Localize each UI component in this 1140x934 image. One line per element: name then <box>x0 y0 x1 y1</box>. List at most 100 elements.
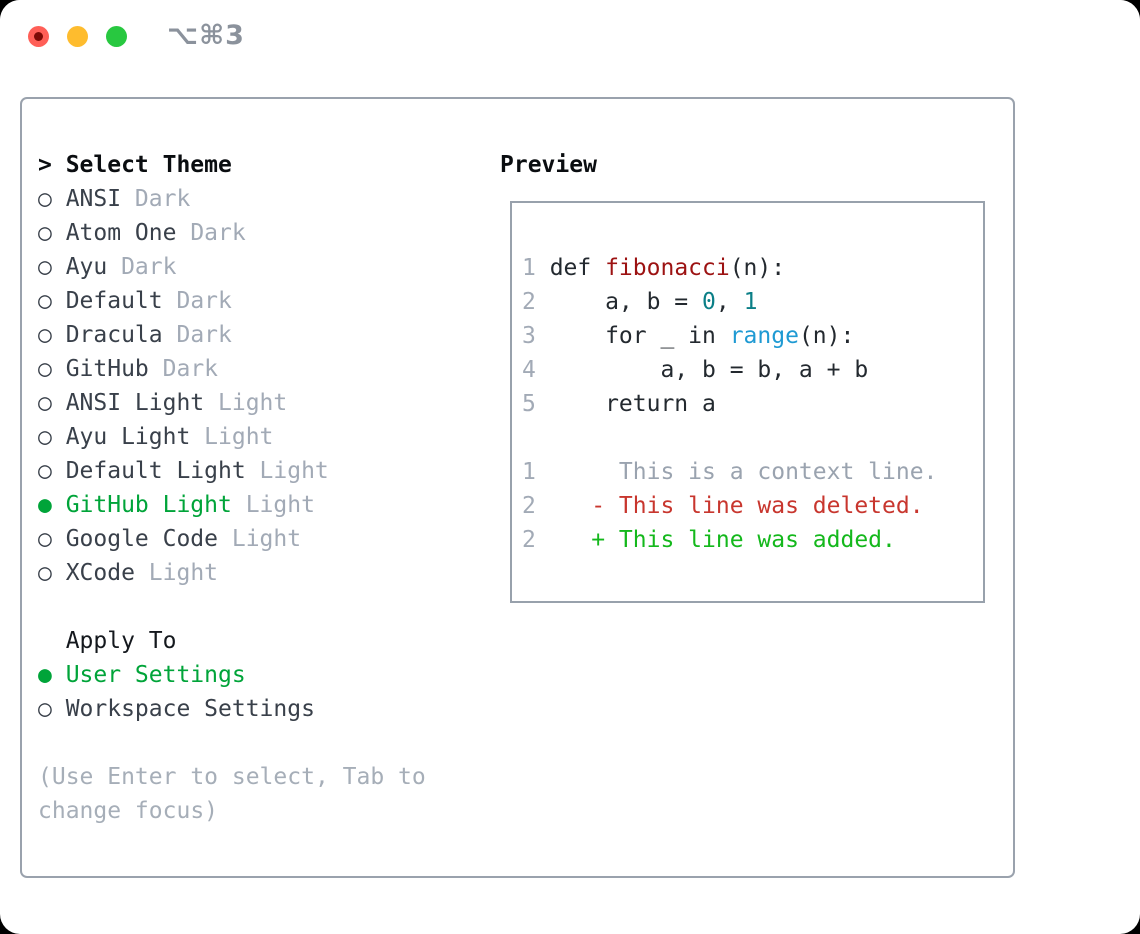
theme-variant: Dark <box>176 322 232 348</box>
line-number: 2 <box>522 493 536 519</box>
minimize-button[interactable] <box>67 26 88 47</box>
theme-name: Atom One <box>65 220 177 246</box>
theme-option-github-light[interactable]: ● GitHub Light Light <box>38 488 426 522</box>
line-number: 1 <box>522 459 536 485</box>
code-token: a, b = b, a + b <box>549 357 869 383</box>
added-text: + This line was added. <box>549 527 896 553</box>
diff-context-line: 1 This is a context line. <box>522 455 983 489</box>
traffic-lights <box>28 26 127 47</box>
radio-icon: ○ <box>38 288 52 314</box>
window-title: ⌥⌘3 <box>167 20 245 51</box>
line-number: 1 <box>522 255 536 281</box>
theme-variant: Dark <box>134 186 191 212</box>
focus-caret-icon: > <box>38 152 52 178</box>
theme-name: GitHub <box>65 356 149 382</box>
theme-variant: Dark <box>121 254 177 280</box>
radio-icon: ○ <box>38 696 52 722</box>
line-number: 2 <box>522 527 536 553</box>
code-line: 3 for _ in range(n): <box>522 319 983 353</box>
theme-variant: Light <box>245 492 315 518</box>
select-theme-header: >Select Theme <box>38 148 426 182</box>
radio-selected-icon: ● <box>38 662 52 688</box>
theme-option-default-light[interactable]: ○ Default Light Light <box>38 454 426 488</box>
code-token: , <box>715 289 744 315</box>
theme-name: GitHub Light <box>65 492 232 518</box>
hint-text-line2: change focus) <box>38 798 219 824</box>
radio-icon: ○ <box>38 220 52 246</box>
theme-option-dracula-dark[interactable]: ○ Dracula Dark <box>38 318 426 352</box>
radio-selected-icon: ● <box>38 492 52 518</box>
spacer <box>38 726 426 760</box>
radio-icon: ○ <box>38 356 52 382</box>
apply-to-title: Apply To <box>65 628 177 654</box>
theme-name: Default Light <box>65 458 246 484</box>
context-text: This is a context line. <box>549 459 938 485</box>
diff-added-line: 2 + This line was added. <box>522 523 983 557</box>
radio-icon: ○ <box>38 424 52 450</box>
diff-preview: 1 This is a context line. 2 - This line … <box>522 455 983 557</box>
theme-option-ansi-dark[interactable]: ○ ANSI Dark <box>38 182 426 216</box>
close-button[interactable] <box>28 26 49 47</box>
theme-name: Google Code <box>65 526 219 552</box>
spacer <box>38 590 426 624</box>
line-number: 4 <box>522 357 536 383</box>
code-line: 5 return a <box>522 387 983 421</box>
radio-icon: ○ <box>38 186 52 212</box>
number-token: 0 <box>702 289 716 315</box>
theme-variant: Light <box>259 458 329 484</box>
line-number: 5 <box>522 391 536 417</box>
theme-variant: Light <box>204 424 274 450</box>
radio-icon: ○ <box>38 458 52 484</box>
theme-variant: Dark <box>176 288 232 314</box>
theme-name: ANSI <box>65 186 122 212</box>
radio-icon: ○ <box>38 526 52 552</box>
theme-name: Ayu <box>65 254 108 280</box>
titlebar: ⌥⌘3 <box>0 0 1140 72</box>
theme-variant: Light <box>231 526 302 552</box>
radio-icon: ○ <box>38 322 52 348</box>
theme-option-github-dark[interactable]: ○ GitHub Dark <box>38 352 426 386</box>
number-token: 1 <box>743 289 758 315</box>
theme-variant: Light <box>218 390 288 416</box>
theme-option-ayu-dark[interactable]: ○ Ayu Dark <box>38 250 426 284</box>
preview-title: Preview <box>500 152 597 178</box>
theme-name: XCode <box>65 560 135 586</box>
theme-name: Dracula <box>65 322 163 348</box>
hint-text-line1: (Use Enter to select, Tab to <box>38 764 426 790</box>
radio-icon: ○ <box>38 254 52 280</box>
theme-option-ansi-light[interactable]: ○ ANSI Light Light <box>38 386 426 420</box>
code-token: a, b = <box>549 289 703 315</box>
code-line: 2 a, b = 0, 1 <box>522 285 983 319</box>
theme-option-default-dark[interactable]: ○ Default Dark <box>38 284 426 318</box>
theme-name: Default <box>65 288 163 314</box>
theme-option-google-code[interactable]: ○ Google Code Light <box>38 522 426 556</box>
code-token: (n): <box>798 323 855 349</box>
line-number: 2 <box>522 289 536 315</box>
code-token: def <box>549 255 606 281</box>
apply-to-header: Apply To <box>38 624 426 658</box>
zoom-button[interactable] <box>106 26 127 47</box>
apply-option-label: User Settings <box>65 662 246 688</box>
diff-deleted-line: 2 - This line was deleted. <box>522 489 983 523</box>
apply-option-user-settings[interactable]: ● User Settings <box>38 658 426 692</box>
theme-variant: Dark <box>162 356 219 382</box>
code-token: for _ in <box>549 323 730 349</box>
deleted-text: - This line was deleted. <box>549 493 924 519</box>
radio-icon: ○ <box>38 560 52 586</box>
apply-option-workspace-settings[interactable]: ○ Workspace Settings <box>38 692 426 726</box>
builtin-token: range <box>729 323 799 349</box>
code-token: return a <box>549 391 716 417</box>
code-token: (n): <box>729 255 786 281</box>
apply-option-label: Workspace Settings <box>65 696 315 722</box>
radio-icon: ○ <box>38 390 52 416</box>
code-line: 4 a, b = b, a + b <box>522 353 983 387</box>
theme-name: ANSI Light <box>65 390 205 416</box>
